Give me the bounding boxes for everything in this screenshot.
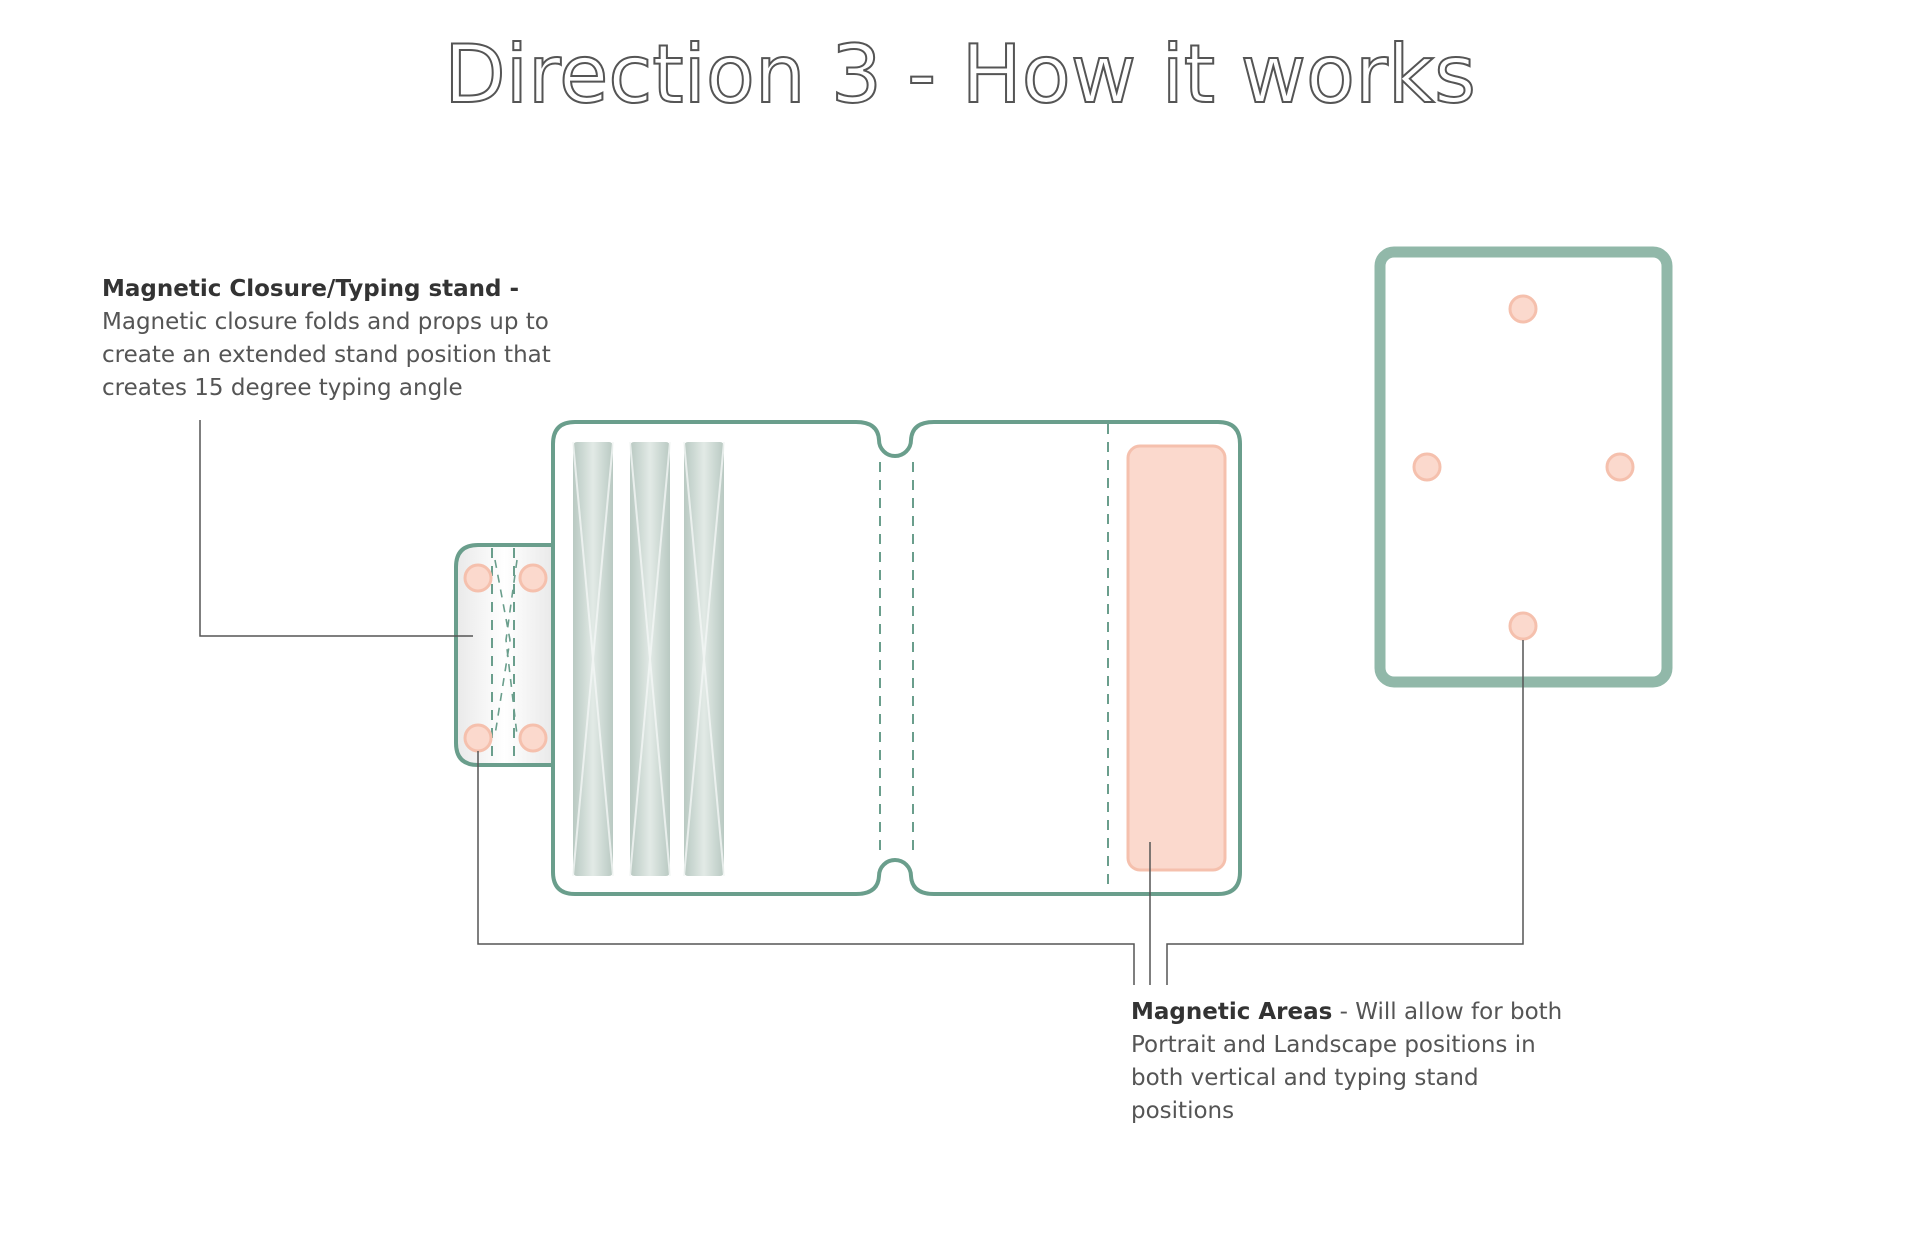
- magnetic-areas-line: - Will allow for both: [1332, 999, 1563, 1025]
- closure-annotation-line: create an extended stand position that: [102, 342, 551, 368]
- closure-annotation-heading: Magnetic Closure/Typing stand -: [102, 276, 520, 302]
- magnet-dot: [518, 563, 548, 593]
- device-magnet-leader-line: [1166, 640, 1524, 985]
- magnet-dot: [463, 723, 493, 753]
- leader-lines: [199, 420, 1524, 985]
- magnetic-area: [1126, 444, 1227, 872]
- magnet-dot: [1605, 452, 1635, 482]
- tab-fold-diagonal: [505, 559, 518, 736]
- device-panel: [1374, 246, 1673, 688]
- stiffener-strip: [683, 441, 725, 877]
- closure-annotation-line: Magnetic closure folds and props up to: [102, 309, 549, 335]
- closure-tab: [454, 543, 553, 767]
- magnetic-areas-line: both vertical and typing stand: [1131, 1065, 1479, 1091]
- magnet-dot: [1412, 452, 1442, 482]
- magnetic-areas-heading: Magnetic Areas: [1131, 999, 1333, 1025]
- magnet-dot: [1508, 294, 1538, 324]
- magnet-dot: [518, 723, 548, 753]
- cover-outline: [551, 420, 1242, 896]
- magnetic-areas-annotation: Magnetic Areas - Will allow for both Por…: [1131, 996, 1562, 1128]
- magnetic-areas-line: Portrait and Landscape positions in: [1131, 1032, 1536, 1058]
- closure-annotation: Magnetic Closure/Typing stand - Magnetic…: [102, 273, 551, 405]
- stiffener-strip: [629, 441, 671, 877]
- closure-tab-outline: [454, 543, 553, 767]
- tab-fold-diagonal: [494, 559, 511, 736]
- cover-body: [551, 420, 1242, 896]
- magnetic-areas-line: positions: [1131, 1098, 1235, 1124]
- tab-magnet-leader-line: [477, 751, 1135, 985]
- page-title: Direction 3 - How it works: [443, 27, 1477, 122]
- closure-annotation-line: creates 15 degree typing angle: [102, 375, 463, 401]
- stiffener-strip: [572, 441, 614, 877]
- magnet-dot: [463, 563, 493, 593]
- magnet-dot: [1508, 611, 1538, 641]
- closure-leader-line: [199, 420, 473, 637]
